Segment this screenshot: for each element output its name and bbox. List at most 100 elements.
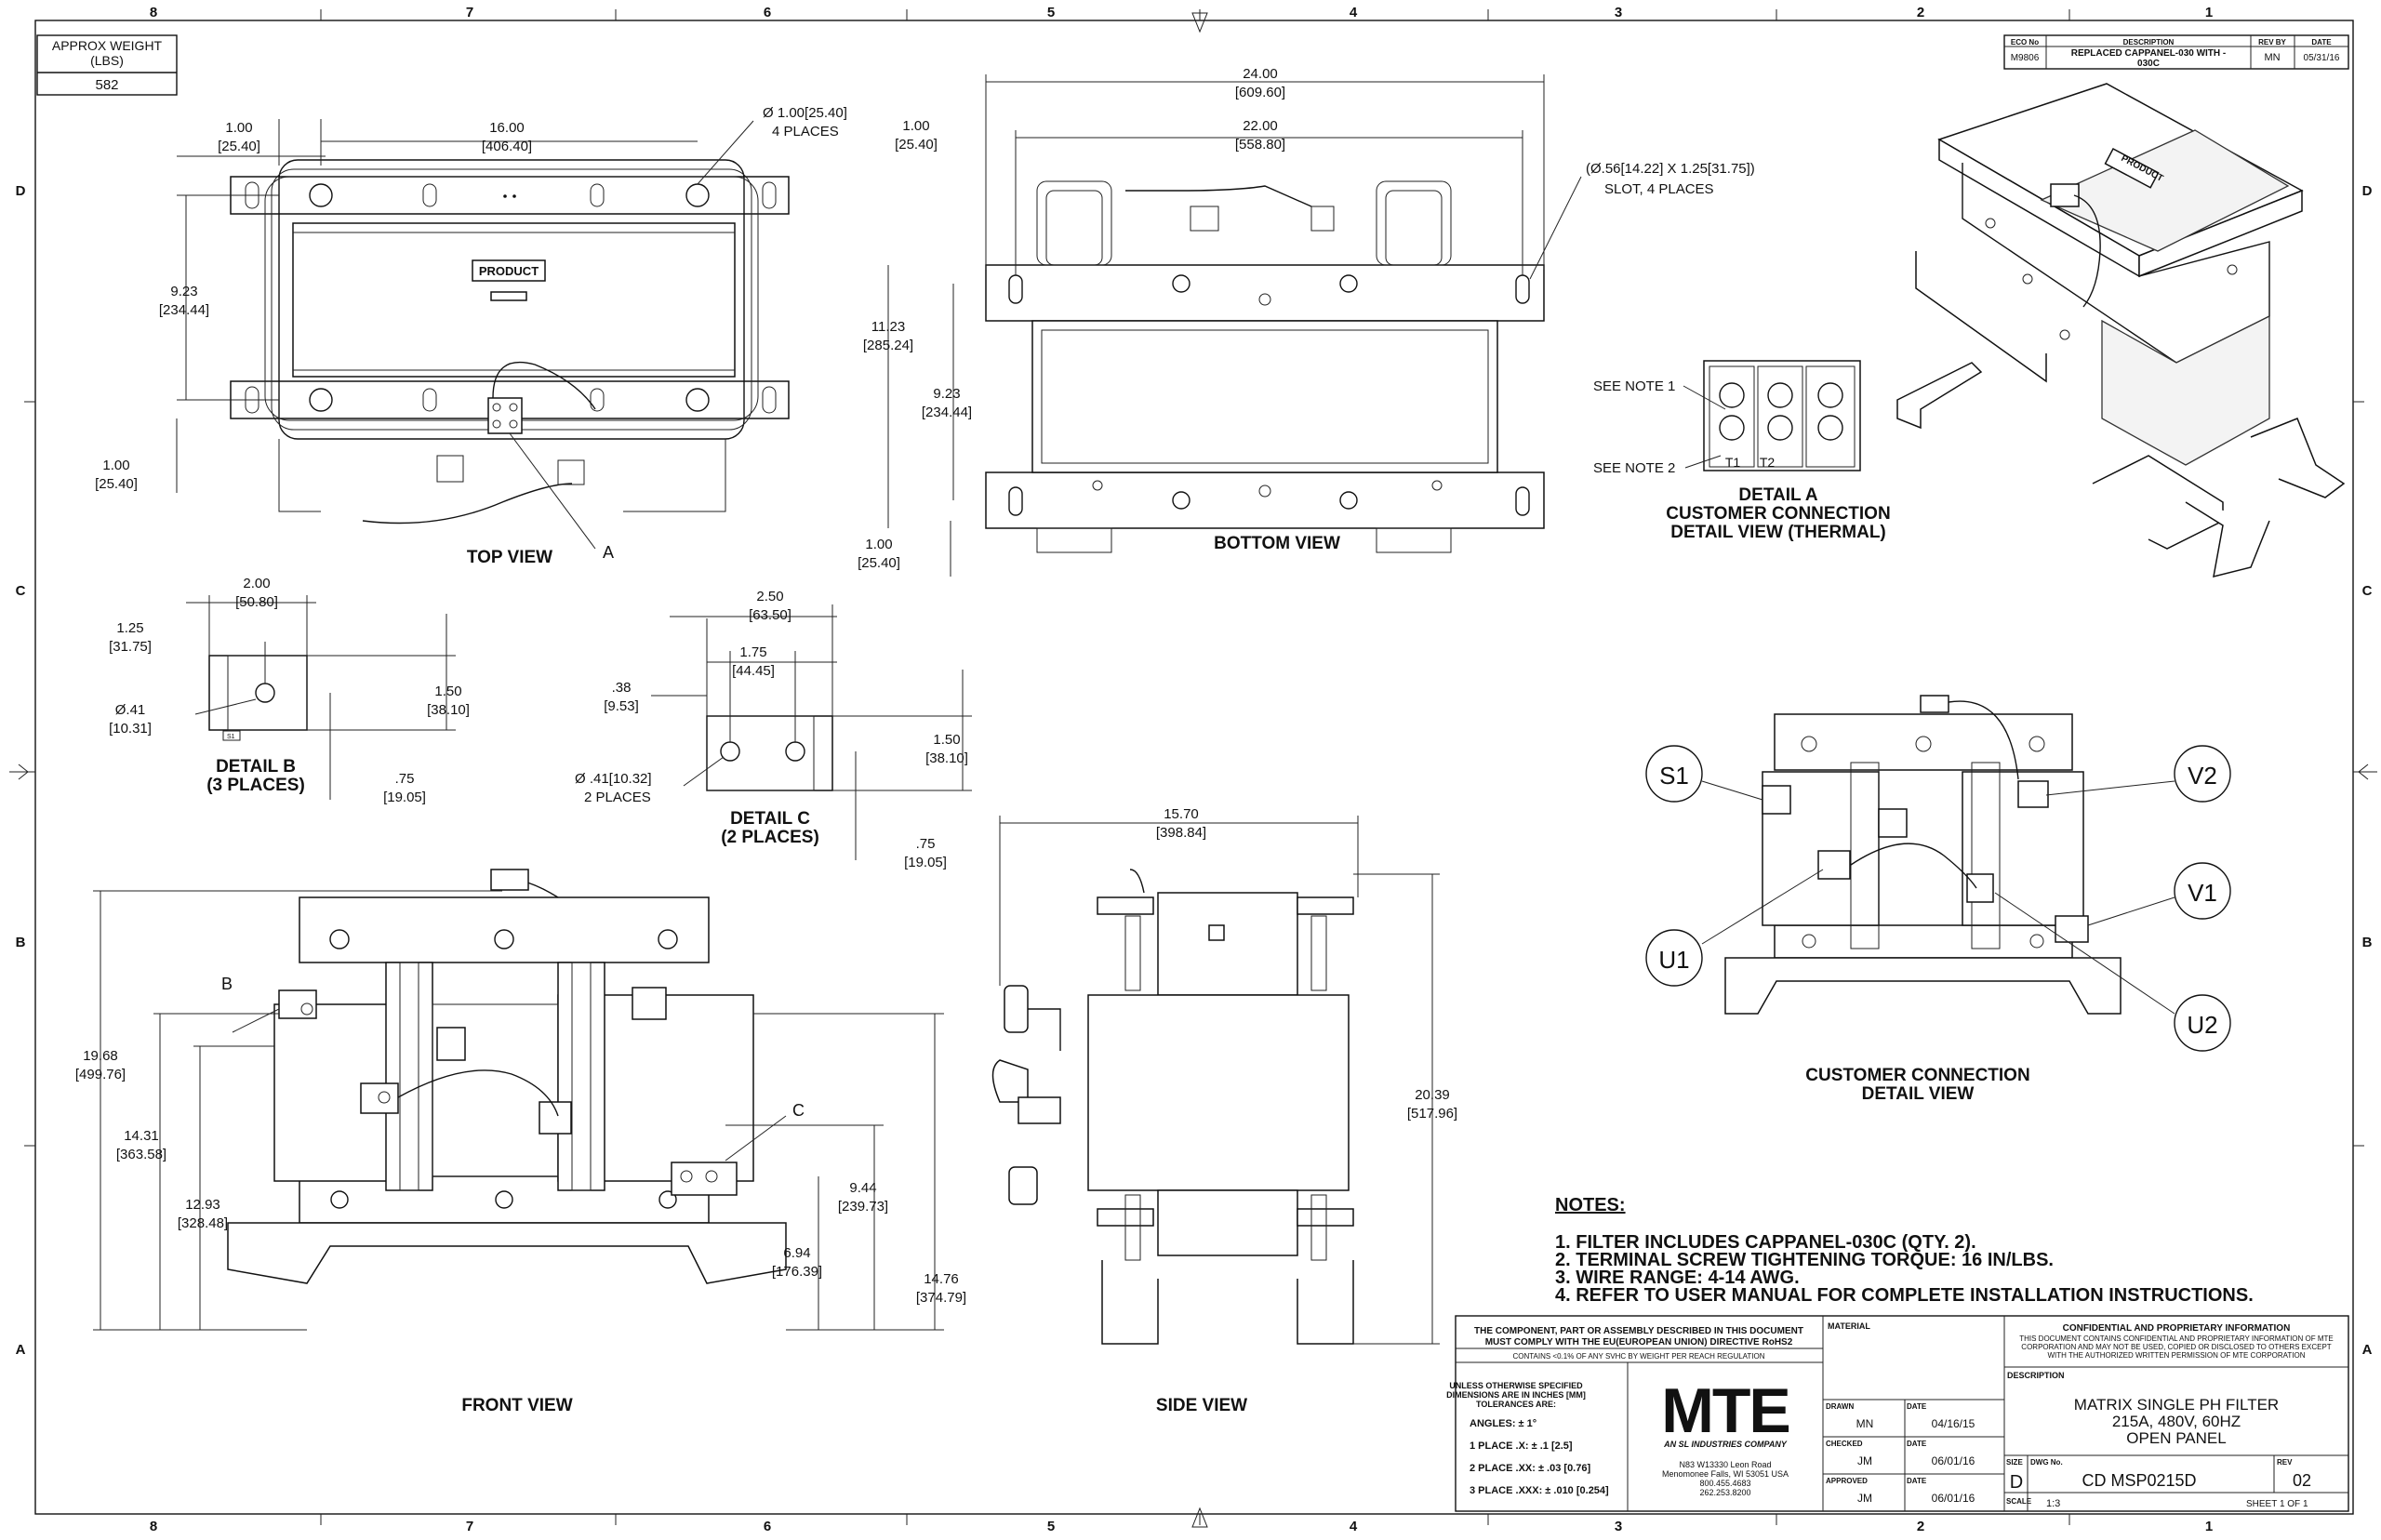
bottom-inner-width-mm: [558.80] [1235, 137, 1285, 153]
detail-a-see-note-1: SEE NOTE 1 [1593, 378, 1675, 394]
detail-b-hole-y-mm: [19.05] [383, 790, 426, 805]
front-h3-mm: [328.48] [178, 1215, 228, 1231]
front-h2: 14.31 [124, 1128, 159, 1144]
front-h4-mm: [239.73] [838, 1199, 888, 1215]
detail-b: S1 2.00 [50.80] 1.25 [31.75] Ø.41 [10.31… [109, 576, 470, 805]
bottom-inner-width: 22.00 [1243, 118, 1278, 134]
front-overall-height: 19.68 [83, 1048, 118, 1064]
side-width-mm: [398.84] [1156, 825, 1206, 841]
bottom-overall-width-mm: [609.60] [1235, 85, 1285, 100]
zone-col-2: 2 [1917, 5, 1924, 20]
confidential-line-1: THIS DOCUMENT CONTAINS CONFIDENTIAL AND … [2019, 1334, 2334, 1343]
top-left-edge-dim-mm: [25.40] [218, 139, 260, 154]
description-line-2: 215A, 480V, 60HZ [2112, 1413, 2241, 1430]
checked-date-label: DATE [1907, 1440, 1927, 1448]
description-label: DESCRIPTION [2007, 1371, 2065, 1380]
notes-heading: NOTES: [1555, 1195, 1626, 1215]
isometric-view: PRODUCT [1896, 83, 2346, 578]
notes: NOTES: 1. FILTER INCLUDES CAPPANEL-030C … [1555, 1195, 2254, 1306]
top-view-callout-a: A [603, 543, 614, 562]
detail-c-hole-y-mm: [19.05] [904, 855, 947, 870]
rev-header-eco: ECO No [2011, 38, 2039, 46]
front-callout-c: C [792, 1101, 805, 1120]
tol-1-place: 1 PLACE .X: ± .1 [2.5] [1470, 1440, 1573, 1452]
bottom-slot-dim: (Ø.56[14.22] X 1.25[31.75]) [1586, 161, 1755, 177]
detail-b-hole-y: .75 [395, 771, 415, 787]
top-view-product-label: PRODUCT [479, 264, 539, 278]
side-view-title: SIDE VIEW [1156, 1396, 1247, 1415]
detail-c-hole-x: .38 [612, 680, 632, 696]
zone-col-1-bottom: 1 [2205, 1519, 2213, 1534]
front-h5: 6.94 [783, 1245, 810, 1261]
scale-label: SCALE [2006, 1497, 2032, 1506]
detail-c: 2.50 [63.50] 1.75 [44.45] .38 [9.53] Ø .… [575, 589, 972, 870]
zone-col-4-bottom: 4 [1350, 1519, 1358, 1534]
detail-b-hole-d: Ø.41 [115, 702, 146, 718]
rev-label: REV [2277, 1458, 2293, 1467]
rev-header-revby: REV BY [2258, 38, 2286, 46]
mte-logo: MTE [1661, 1375, 1789, 1446]
mte-logo-sub: AN SL INDUSTRIES COMPANY [1663, 1440, 1788, 1449]
front-overall-height-mm: [499.76] [75, 1067, 126, 1082]
top-height-dim-mm: [234.44] [159, 302, 209, 318]
detail-a-title-3: DETAIL VIEW (THERMAL) [1670, 523, 1886, 542]
dwg-label: DWG No. [2030, 1458, 2063, 1467]
rohs-line-2: MUST COMPLY WITH THE EU(EUROPEAN UNION) … [1485, 1337, 1793, 1348]
zone-col-8: 8 [150, 5, 157, 20]
zone-col-8-bottom: 8 [150, 1519, 157, 1534]
scale-value: 1:3 [2046, 1498, 2060, 1509]
terminal-u1: U1 [1658, 946, 1689, 974]
size-label: SIZE [2006, 1458, 2023, 1467]
approved-by: JM [1857, 1492, 1872, 1505]
detail-a-title-1: DETAIL A [1738, 485, 1817, 505]
sheet-number: SHEET 1 OF 1 [2246, 1499, 2308, 1509]
tol-3-place: 3 PLACE .XXX: ± .010 [0.254] [1470, 1485, 1609, 1496]
description-line-1: MATRIX SINGLE PH FILTER [2074, 1396, 2279, 1414]
detail-c-spacing: 1.75 [739, 644, 766, 660]
zone-col-7-bottom: 7 [466, 1519, 473, 1534]
drawn-date-label: DATE [1907, 1402, 1927, 1411]
zone-row-d-right: D [2362, 183, 2373, 199]
front-h6: 14.76 [924, 1271, 959, 1287]
confidential-line-3: WITH THE AUTHORIZED WRITTEN PERMISSION O… [2047, 1351, 2305, 1360]
zone-col-1: 1 [2205, 5, 2213, 20]
top-left-edge-dim: 1.00 [225, 120, 252, 136]
front-view: B C FRONT VIEW 19.68 [499.76] 14.31 [363… [75, 869, 966, 1415]
reach-statement: CONTAINS <0.1% OF ANY SVHC BY WEIGHT PER… [1512, 1352, 1764, 1361]
bottom-left-edge: 1.00 [902, 118, 929, 134]
zone-col-3: 3 [1615, 5, 1622, 20]
rev-value: 02 [2293, 1471, 2311, 1490]
customer-connection-title-2: DETAIL VIEW [1862, 1084, 1975, 1104]
detail-a: T1 T2 SEE NOTE 1 SEE NOTE 2 DETAIL A CUS… [1593, 360, 1891, 542]
center-mark-bottom [1191, 1507, 1208, 1528]
side-height: 20.39 [1415, 1087, 1450, 1103]
description-line-3: OPEN PANEL [2126, 1429, 2226, 1447]
side-view: SIDE VIEW 15.70 [398.84] 20.39 [517.96] [991, 806, 1457, 1415]
rev-date: 05/31/16 [2304, 53, 2340, 63]
approved-date: 06/01/16 [1932, 1492, 1975, 1505]
top-hole-dim: Ø 1.00[25.40] [763, 105, 847, 121]
address-4: 262.253.8200 [1699, 1488, 1750, 1497]
detail-c-height: 1.50 [933, 732, 960, 748]
front-h3: 12.93 [185, 1197, 220, 1213]
top-width-dim-mm: [406.40] [482, 139, 532, 154]
weight-label-line2: (LBS) [90, 53, 124, 68]
bottom-bottom-edge-mm: [25.40] [858, 555, 900, 571]
bottom-left-edge-mm: [25.40] [895, 137, 938, 153]
zone-row-a-right: A [2362, 1342, 2373, 1358]
note-3: 3. WIRE RANGE: 4-14 AWG. [1555, 1268, 1800, 1288]
top-view-title: TOP VIEW [467, 548, 552, 567]
detail-c-height-mm: [38.10] [925, 750, 968, 766]
detail-a-t2: T2 [1760, 455, 1776, 470]
rohs-line-1: THE COMPONENT, PART OR ASSEMBLY DESCRIBE… [1474, 1326, 1803, 1336]
rev-description-line1: REPLACED CAPPANEL-030 WITH - [2071, 48, 2227, 59]
sheet-border [34, 20, 2354, 1515]
detail-c-hole-x-mm: [9.53] [604, 698, 639, 714]
top-bottom-edge-dim: 1.00 [102, 458, 129, 473]
center-mark-right [2353, 763, 2377, 780]
bottom-view: BOTTOM VIEW 24.00 [609.60] 22.00 [558.80… [858, 66, 1755, 577]
approved-date-label: DATE [1907, 1477, 1927, 1485]
confidential-title: CONFIDENTIAL AND PROPRIETARY INFORMATION [2063, 1323, 2291, 1334]
zone-row-b: B [16, 935, 26, 950]
checked-date: 06/01/16 [1932, 1454, 1975, 1467]
